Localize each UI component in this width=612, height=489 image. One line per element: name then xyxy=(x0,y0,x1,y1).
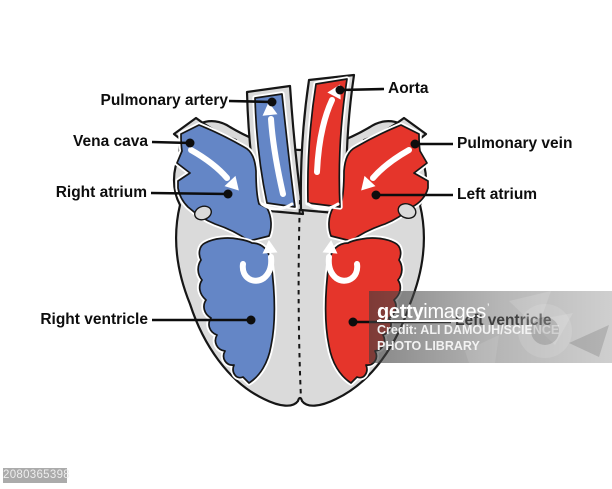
getty-logo-mark: ’ xyxy=(486,302,490,314)
label-pulmonary-vein: Pulmonary vein xyxy=(457,135,573,152)
blood-flow-arrows xyxy=(188,84,412,284)
septum-dashed-line xyxy=(297,199,302,400)
watermark-3d-shapes xyxy=(465,291,609,363)
flow-arrow-vena-cava xyxy=(188,147,230,181)
label-aorta: Aorta xyxy=(388,80,429,97)
getty-logo-bold: getty xyxy=(377,301,424,323)
getty-watermark: gettyimages’ Credit: ALI DAMOUH/SCIENCE … xyxy=(369,291,612,363)
image-id-badge: 2080365398 xyxy=(3,468,70,483)
valve-details xyxy=(194,202,417,221)
getty-logo-light: images xyxy=(423,301,486,323)
credit-text: Credit: ALI DAMOUH/SCIENCE PHOTO LIBRARY xyxy=(377,323,559,354)
flow-arrow-left-ventricle xyxy=(325,254,361,284)
flow-arrow-aorta xyxy=(314,97,335,175)
flow-arrow-right-ventricle xyxy=(239,254,275,284)
credit-line-2: PHOTO LIBRARY xyxy=(377,338,480,353)
flow-arrow-pulmonary-artery xyxy=(268,116,286,197)
right-ventricle-shape xyxy=(197,237,276,384)
credit-line-1: Credit: ALI DAMOUH/SCIENCE xyxy=(377,323,560,337)
getty-logo-underline xyxy=(377,320,463,323)
label-vena-cava: Vena cava xyxy=(73,133,148,150)
label-left-atrium: Left atrium xyxy=(457,186,538,203)
label-right-atrium: Right atrium xyxy=(55,184,147,201)
getty-logo: gettyimages’ xyxy=(377,297,489,323)
flow-arrow-pulmonary-vein xyxy=(370,147,412,181)
label-right-ventricle: Right ventricle xyxy=(40,311,148,328)
label-pulmonary-artery: Pulmonary artery xyxy=(100,92,229,109)
